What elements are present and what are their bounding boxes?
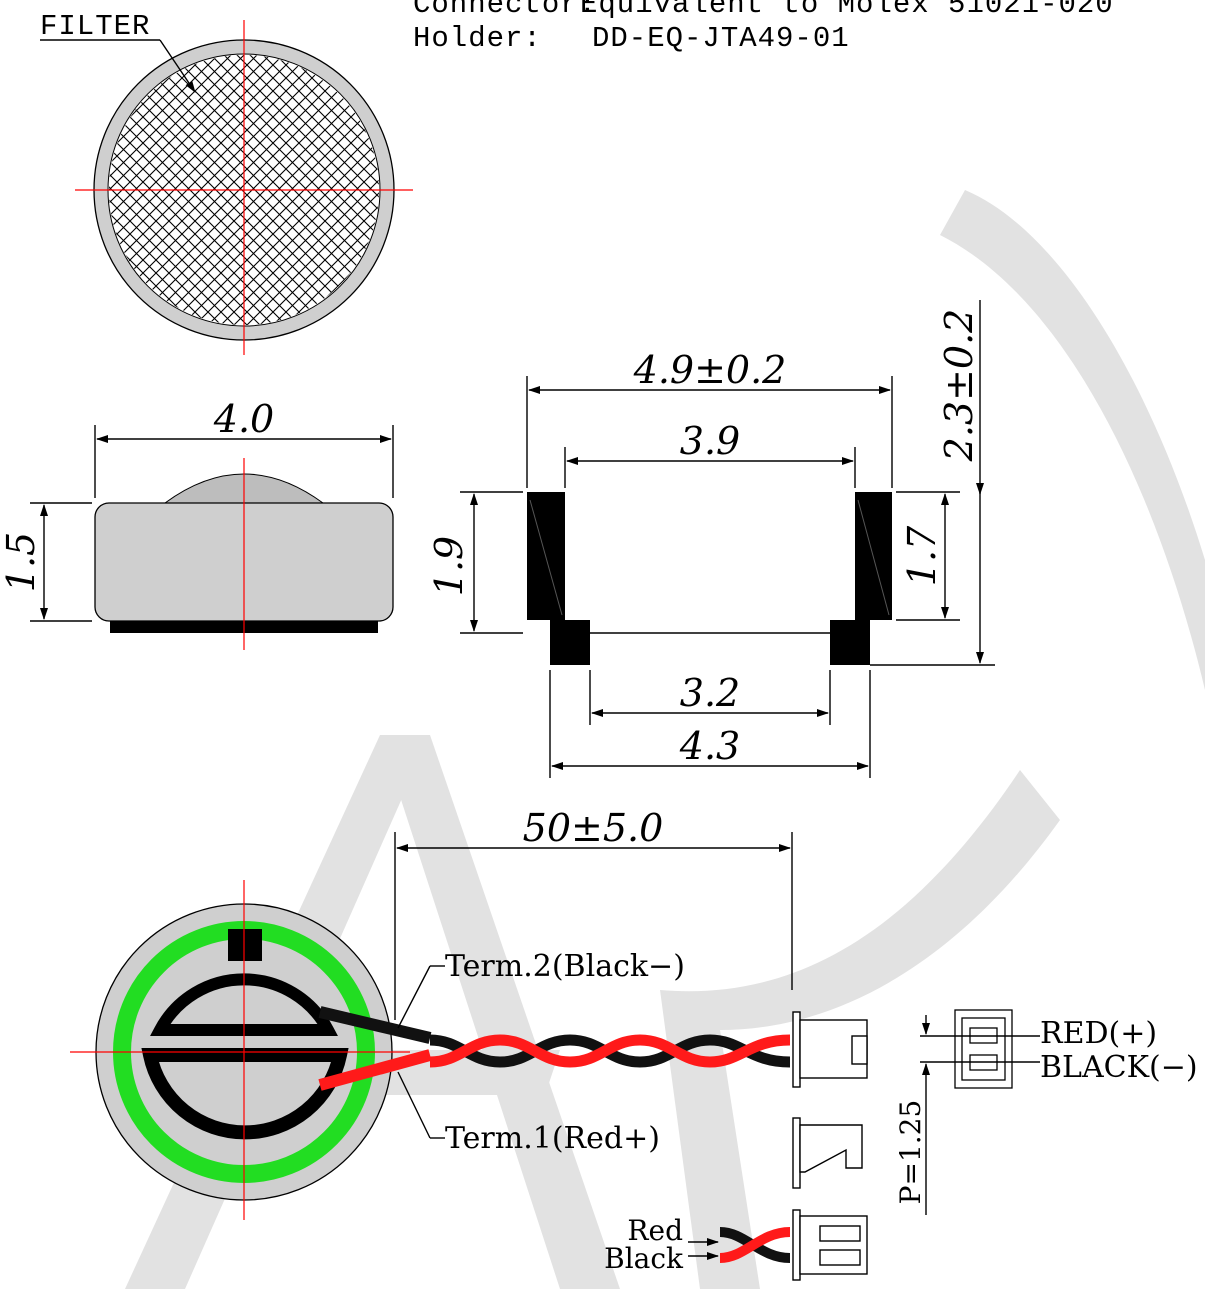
- header: Connector: Equivalent to Molex 51021-020…: [413, 0, 1114, 55]
- term2-label: Term.2(Black−): [445, 949, 685, 984]
- pin-diagram: [954, 1009, 1013, 1089]
- dim-left-height: 1.9: [427, 536, 471, 596]
- dim-inner-height: 1.7: [900, 525, 944, 586]
- side-view: 4.0 1.5: [0, 397, 394, 650]
- black-lead-label: Black: [604, 1242, 684, 1275]
- holder-label: Holder:: [413, 22, 542, 55]
- holder-value: DD-EQ-JTA49-01: [592, 22, 850, 55]
- dim-width-4-0: 4.0: [213, 397, 274, 441]
- dim-height-1-5: 1.5: [0, 532, 43, 592]
- section-view: 4.9±0.2 3.9 1.9 1.7 2.3±0.2 3.2 4.3: [427, 300, 995, 778]
- dim-cable-length: 50±5.0: [523, 806, 664, 850]
- wire-view: 50±5.0 Term.2(Black−) Term.1(Red+): [70, 806, 1198, 1281]
- pin-black-label: BLACK(−): [1040, 1050, 1198, 1085]
- connector-top: [792, 1117, 863, 1189]
- dim-total-height: 2.3±0.2: [937, 309, 981, 463]
- connector-label: Connector:: [413, 0, 597, 21]
- dim-outer-width: 4.9±0.2: [633, 348, 787, 392]
- filter-label: FILTER: [40, 10, 150, 43]
- top-view: FILTER: [40, 10, 413, 355]
- connector-value: Equivalent to Molex 51021-020: [580, 0, 1114, 21]
- dim-bottom-inner-width: 3.2: [680, 671, 740, 715]
- pitch-label: P=1.25: [894, 1100, 927, 1205]
- connector-end: [792, 1209, 868, 1281]
- pin-red-label: RED(+): [1040, 1016, 1157, 1051]
- term1-label: Term.1(Red+): [445, 1121, 660, 1156]
- connector-side: [792, 1011, 868, 1088]
- dim-inner-top-width: 3.9: [680, 419, 740, 463]
- red-lead-label: Red: [627, 1214, 683, 1247]
- dim-bottom-outer-width: 4.3: [679, 724, 740, 768]
